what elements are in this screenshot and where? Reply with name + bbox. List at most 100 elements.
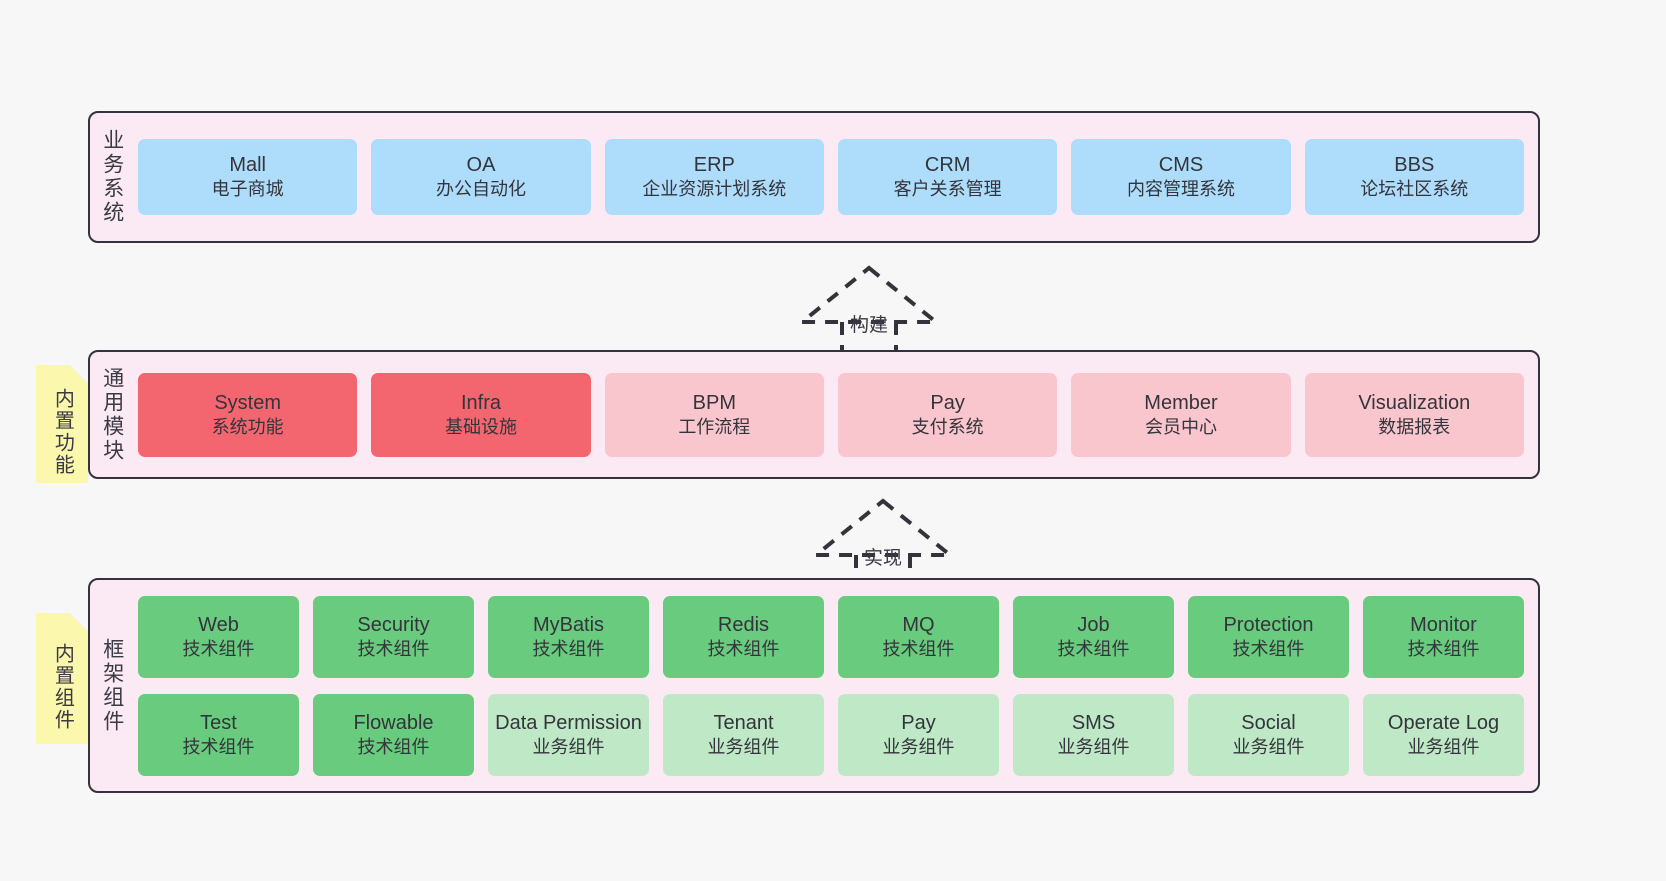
- component-box-test[interactable]: Test 技术组件: [138, 693, 299, 776]
- module-box-system[interactable]: System 系统功能: [138, 372, 358, 457]
- component-name-cn: 技术组件: [532, 638, 605, 659]
- layer-row: Mall 电子商城 OA 办公自动化 ERP 企业资源计划系统 CRM 客户关系…: [138, 139, 1524, 215]
- component-name-cn: 业务组件: [1232, 736, 1305, 757]
- module-box-oa[interactable]: OA 办公自动化: [371, 139, 591, 215]
- module-box-infra[interactable]: Infra 基础设施: [371, 372, 591, 457]
- component-name-en: MyBatis: [532, 613, 605, 636]
- module-box-visualization[interactable]: Visualization 数据报表: [1304, 372, 1524, 457]
- component-name-en: Data Permission: [495, 711, 642, 734]
- module-name-cn: 基础设施: [444, 416, 517, 437]
- component-name-en: Social: [1241, 711, 1296, 734]
- component-box-operate-log[interactable]: Operate Log 业务组件: [1363, 693, 1524, 776]
- component-name-en: Pay: [901, 711, 936, 734]
- connector-implement: 实现: [810, 495, 956, 585]
- layer-common-modules: 通用模块 System 系统功能 Infra 基础设施 BPM 工作流程 Pay…: [88, 350, 1540, 479]
- component-box-pay[interactable]: Pay 业务组件: [838, 693, 999, 776]
- component-box-security[interactable]: Security 技术组件: [313, 595, 474, 678]
- layer-body-common-modules: System 系统功能 Infra 基础设施 BPM 工作流程 Pay 支付系统…: [134, 352, 1538, 477]
- component-name-cn: 技术组件: [1232, 638, 1305, 659]
- component-box-protection[interactable]: Protection 技术组件: [1188, 595, 1349, 678]
- sticky-note-builtin-components: 内置组件: [36, 613, 88, 744]
- component-name-en: Web: [198, 613, 239, 636]
- component-box-job[interactable]: Job 技术组件: [1013, 595, 1174, 678]
- connector-build: 构建: [796, 262, 942, 352]
- module-name-cn: 数据报表: [1378, 416, 1451, 437]
- layer-title-business-systems: 业务系统: [100, 129, 124, 225]
- component-name-cn: 业务组件: [1057, 736, 1130, 757]
- component-name-cn: 业务组件: [1407, 736, 1480, 757]
- layer-title-framework-components: 框架组件: [100, 637, 124, 734]
- component-name-cn: 技术组件: [1407, 638, 1480, 659]
- component-box-mybatis[interactable]: MyBatis 技术组件: [488, 595, 649, 678]
- component-box-monitor[interactable]: Monitor 技术组件: [1363, 595, 1524, 678]
- component-box-tenant[interactable]: Tenant 业务组件: [663, 693, 824, 776]
- module-box-pay[interactable]: Pay 支付系统: [837, 372, 1058, 457]
- module-name-cn: 会员中心: [1144, 416, 1217, 437]
- component-name-cn: 业务组件: [532, 736, 605, 757]
- layer-business-systems: 业务系统 Mall 电子商城 OA 办公自动化 ERP 企业资源计划系统 CRM…: [88, 111, 1540, 243]
- module-name-en: Member: [1144, 391, 1218, 414]
- component-name-en: Protection: [1223, 613, 1314, 636]
- connector-label-build: 构建: [849, 315, 889, 336]
- module-name-cn: 办公自动化: [435, 179, 526, 200]
- component-name-cn: 技术组件: [182, 638, 255, 659]
- component-box-sms[interactable]: SMS 业务组件: [1013, 693, 1174, 776]
- component-name-cn: 技术组件: [1057, 638, 1130, 659]
- module-box-erp[interactable]: ERP 企业资源计划系统: [604, 139, 824, 215]
- component-name-en: Job: [1077, 613, 1110, 636]
- layer-row: Web 技术组件 Security 技术组件 MyBatis 技术组件 Redi…: [138, 595, 1524, 678]
- sticky-note-builtin-features: 内置功能: [36, 365, 88, 483]
- component-box-data-permission[interactable]: Data Permission 业务组件: [488, 693, 649, 776]
- module-name-en: CMS: [1158, 154, 1204, 177]
- module-box-bbs[interactable]: BBS 论坛社区系统: [1304, 139, 1524, 215]
- component-box-social[interactable]: Social 业务组件: [1188, 693, 1349, 776]
- component-name-en: Flowable: [353, 711, 434, 734]
- module-box-member[interactable]: Member 会员中心: [1071, 372, 1291, 457]
- component-name-cn: 技术组件: [882, 638, 955, 659]
- module-box-bpm[interactable]: BPM 工作流程: [604, 372, 824, 457]
- component-name-cn: 技术组件: [707, 638, 780, 659]
- component-name-en: Test: [200, 711, 237, 734]
- layer-row: Test 技术组件 Flowable 技术组件 Data Permission …: [138, 693, 1524, 776]
- component-name-cn: 业务组件: [882, 736, 955, 757]
- sticky-note-label: 内置功能: [51, 388, 74, 476]
- module-name-cn: 论坛社区系统: [1360, 179, 1469, 200]
- module-name-cn: 系统功能: [211, 416, 284, 437]
- module-name-cn: 电子商城: [211, 179, 284, 200]
- component-box-redis[interactable]: Redis 技术组件: [663, 595, 824, 678]
- module-box-cms[interactable]: CMS 内容管理系统: [1071, 139, 1291, 215]
- component-name-en: Operate Log: [1387, 711, 1500, 734]
- module-box-mall[interactable]: Mall 电子商城: [138, 139, 358, 215]
- module-name-cn: 内容管理系统: [1126, 179, 1235, 200]
- layer-body-framework-components: Web 技术组件 Security 技术组件 MyBatis 技术组件 Redi…: [134, 580, 1538, 791]
- component-name-en: Monitor: [1410, 613, 1477, 636]
- module-name-en: ERP: [693, 154, 735, 177]
- layer-framework-components: 框架组件 Web 技术组件 Security 技术组件 MyBatis 技术组件…: [88, 578, 1540, 793]
- module-name-en: BPM: [692, 391, 736, 414]
- component-name-en: Tenant: [713, 711, 774, 734]
- component-name-cn: 技术组件: [357, 638, 430, 659]
- component-name-en: SMS: [1071, 711, 1116, 734]
- component-name-en: Security: [357, 613, 430, 636]
- module-name-en: CRM: [924, 154, 971, 177]
- module-name-en: System: [214, 391, 281, 414]
- layer-row: System 系统功能 Infra 基础设施 BPM 工作流程 Pay 支付系统…: [138, 372, 1524, 457]
- module-name-en: BBS: [1394, 154, 1435, 177]
- component-box-mq[interactable]: MQ 技术组件: [838, 595, 999, 678]
- component-box-web[interactable]: Web 技术组件: [138, 595, 299, 678]
- module-name-en: Visualization: [1358, 391, 1471, 414]
- module-name-cn: 客户关系管理: [893, 179, 1002, 200]
- component-box-flowable[interactable]: Flowable 技术组件: [313, 693, 474, 776]
- component-name-cn: 技术组件: [357, 736, 430, 757]
- module-name-cn: 企业资源计划系统: [642, 179, 787, 200]
- module-name-en: Pay: [930, 391, 965, 414]
- module-name-en: Infra: [460, 391, 501, 414]
- component-name-cn: 业务组件: [707, 736, 780, 757]
- module-name-cn: 工作流程: [678, 416, 751, 437]
- component-name-cn: 技术组件: [182, 736, 255, 757]
- layer-body-business-systems: Mall 电子商城 OA 办公自动化 ERP 企业资源计划系统 CRM 客户关系…: [134, 113, 1538, 241]
- component-name-en: Redis: [717, 613, 770, 636]
- sticky-note-label: 内置组件: [51, 642, 74, 731]
- module-box-crm[interactable]: CRM 客户关系管理: [837, 139, 1058, 215]
